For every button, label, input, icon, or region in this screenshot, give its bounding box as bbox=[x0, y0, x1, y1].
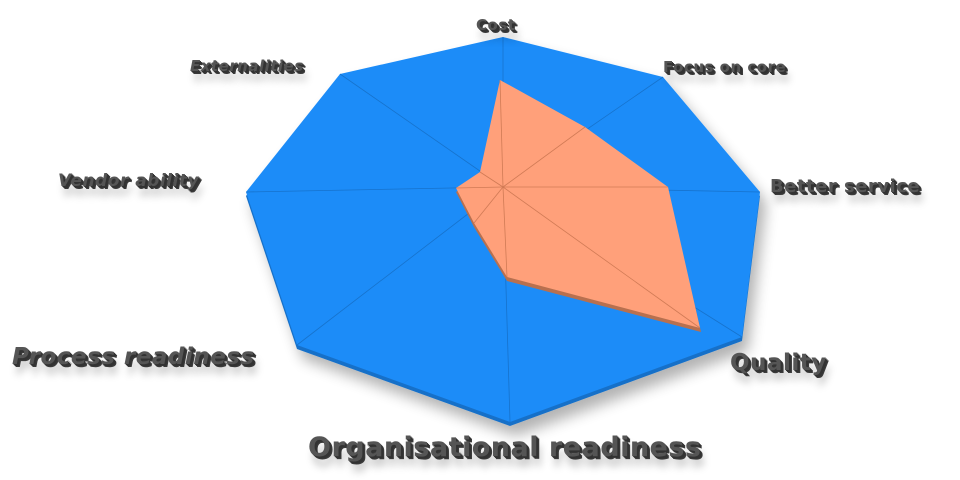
inner-polygon bbox=[456, 80, 700, 328]
axis-label-externalities: Externalities bbox=[190, 57, 304, 75]
axis-label-quality: Quality bbox=[730, 350, 827, 376]
axis-label-focus-on-core: Focus on core bbox=[663, 58, 787, 76]
axis-label-process-readiness: Process readiness bbox=[12, 344, 255, 370]
inner-spokes bbox=[455, 79, 701, 329]
axis-label-vendor-ability: Vendor ability bbox=[58, 171, 200, 191]
axis-label-better-service: Better service bbox=[770, 176, 921, 197]
axis-label-cost: Cost bbox=[476, 16, 516, 34]
axis-label-organisational-readiness: Organisational readiness bbox=[308, 432, 702, 463]
